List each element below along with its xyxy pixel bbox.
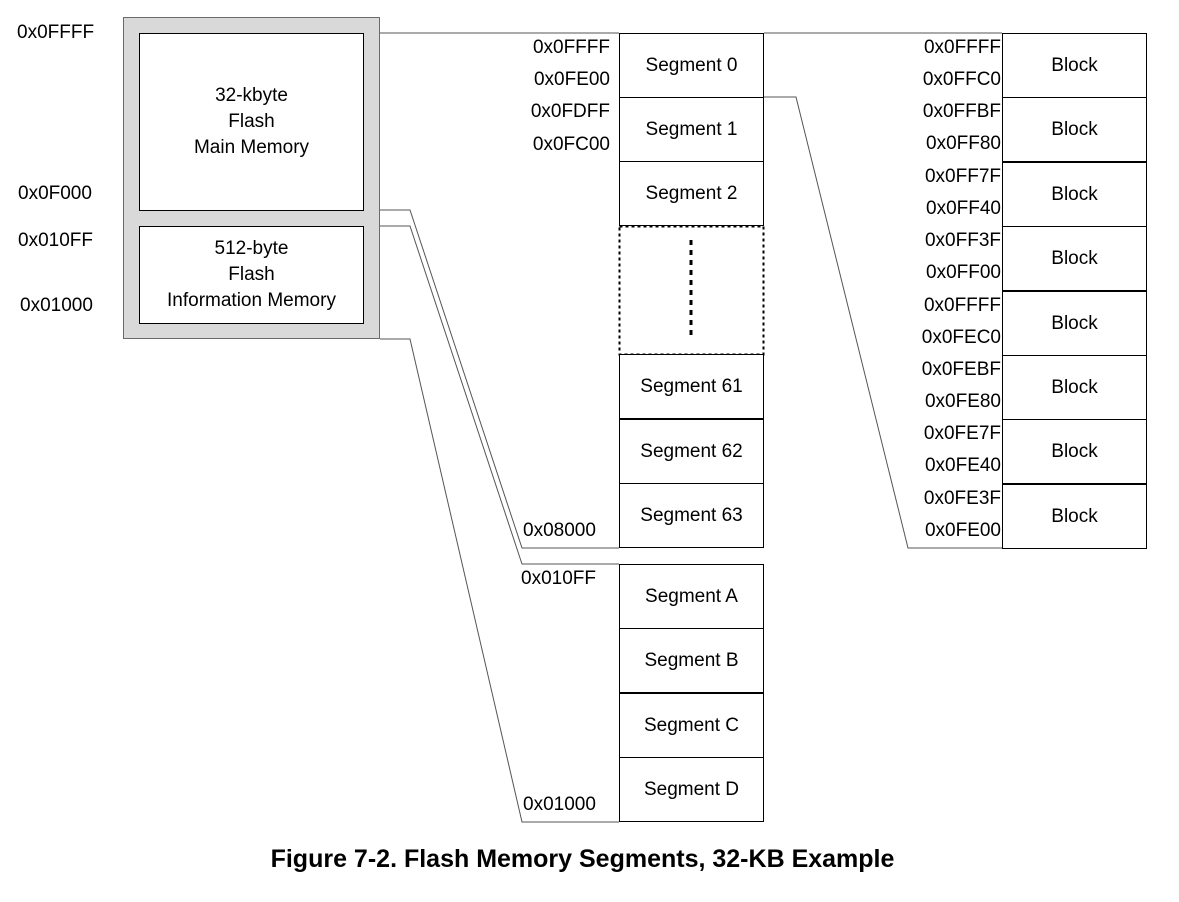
block-high-address: 0x0FFFF [923,295,1001,316]
segment-a: Segment A [619,564,764,629]
segment1-low-address: 0x0FC00 [532,134,610,155]
segment-d: Segment D [619,757,764,822]
main-memory-line-1: 32-kbyte [215,85,288,106]
connector-seg0-bottom [764,96,1002,549]
segment0-high-address: 0x0FFFF [532,37,610,58]
overview-info-bottom-address: 0x01000 [20,295,93,316]
info-memory-line-2: Flash [228,264,275,285]
block-box: Block [1002,226,1147,291]
info-memory-box: 512-byte Flash Information Memory [139,226,364,324]
block-low-address: 0x0FE40 [924,455,1001,476]
block-high-address: 0x0FFBF [922,101,1001,122]
block-high-address: 0x0FF3F [924,230,1001,251]
overview-info-top-address: 0x010FF [18,230,93,251]
segment-c: Segment C [619,693,764,758]
block-low-address: 0x0FF40 [926,198,1001,219]
block-low-address: 0x0FFC0 [922,69,1001,90]
block-box: Block [1002,419,1147,484]
segment-61: Segment 61 [619,354,764,419]
segment-1: Segment 1 [619,97,764,162]
block-high-address: 0x0FFFF [923,37,1001,58]
info-memory-line-3: Information Memory [167,290,336,311]
block-box: Block [1002,97,1147,162]
main-segments-bottom-address: 0x08000 [523,520,596,541]
block-box: Block [1002,162,1147,227]
block-low-address: 0x0FE80 [924,391,1001,412]
block-low-address: 0x0FEC0 [921,327,1001,348]
block-box: Block [1002,355,1147,420]
overview-main-bottom-address: 0x0F000 [18,183,92,204]
block-low-address: 0x0FF00 [926,262,1001,283]
info-segments-bottom-address: 0x01000 [523,794,596,815]
info-memory-line-1: 512-byte [214,238,289,259]
block-box: Block [1002,484,1147,549]
segment-63: Segment 63 [619,483,764,548]
overview-top-address: 0x0FFFF [17,22,95,43]
info-segments-top-address: 0x010FF [521,568,596,589]
connector-info-bottom [380,338,619,823]
main-memory-line-3: Main Memory [193,137,310,158]
main-memory-line-2: Flash [228,111,275,132]
block-box: Block [1002,33,1147,98]
block-high-address: 0x0FF7F [924,166,1001,187]
block-high-address: 0x0FE3F [923,488,1001,509]
segment-b: Segment B [619,628,764,693]
block-box: Block [1002,291,1147,356]
block-high-address: 0x0FEBF [921,359,1001,380]
block-low-address: 0x0FF80 [926,133,1001,154]
connector-info-top [380,225,619,565]
figure-caption: Figure 7-2. Flash Memory Segments, 32-KB… [270,845,895,873]
segment-2: Segment 2 [619,161,764,226]
block-high-address: 0x0FE7F [923,423,1001,444]
segment0-low-address: 0x0FE00 [533,69,610,90]
connector-main-bottom [380,209,619,549]
segment1-high-address: 0x0FDFF [530,101,610,122]
segment-0: Segment 0 [619,33,764,98]
segment-62: Segment 62 [619,419,764,484]
main-memory-box: 32-kbyte Flash Main Memory [139,33,364,211]
block-low-address: 0x0FE00 [924,520,1001,541]
